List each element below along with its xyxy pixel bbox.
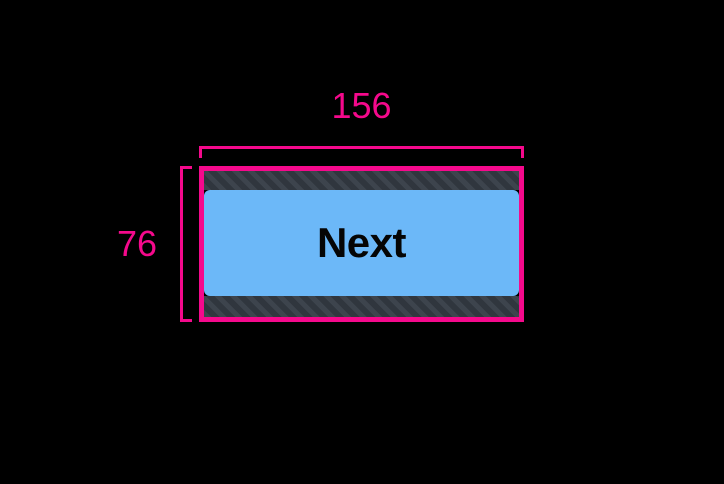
width-dimension-label: 156 — [331, 85, 392, 126]
next-button[interactable]: Next — [204, 190, 519, 296]
height-dimension-label: 76 — [116, 223, 158, 264]
padding-band-bottom — [204, 296, 519, 317]
next-button-label: Next — [316, 219, 407, 266]
height-dimension-line — [180, 166, 192, 322]
padding-band-top — [204, 171, 519, 190]
measured-element-bounds[interactable]: Next — [199, 166, 524, 322]
width-dimension-line — [199, 146, 524, 158]
